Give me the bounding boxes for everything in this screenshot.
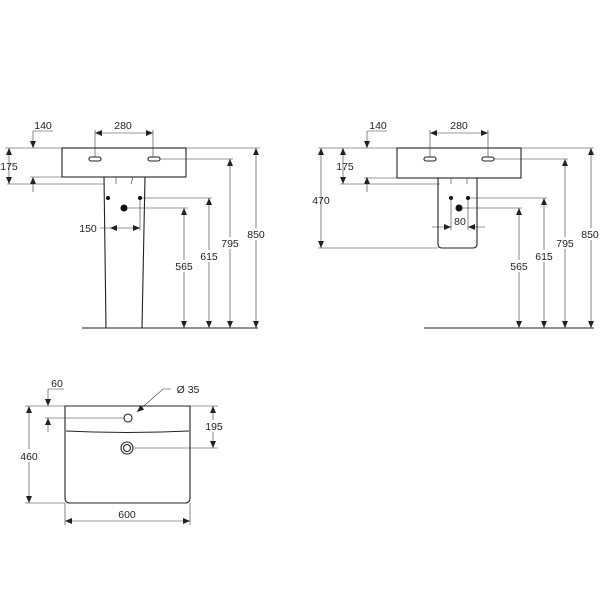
basin-outline [396, 147, 522, 179]
tap-hole [123, 413, 133, 423]
tap-hole-right [481, 156, 495, 162]
basin-rim-curve [65, 430, 190, 434]
dim-850: 850 [247, 229, 265, 241]
dim-175: 175 [336, 161, 354, 173]
drain-outer [120, 441, 134, 455]
dim-280: 280 [114, 120, 132, 132]
dim-615: 615 [200, 251, 218, 263]
dim-600: 600 [118, 509, 136, 521]
waste-hole [120, 204, 128, 212]
tap-hole-left [88, 156, 102, 162]
dim-565: 565 [510, 261, 528, 273]
dim-80: 80 [454, 216, 466, 228]
dim-470: 470 [312, 195, 330, 207]
basin-outline [61, 147, 187, 178]
dim-280: 280 [450, 120, 468, 132]
dim-795: 795 [221, 238, 239, 250]
drain-inner [122, 443, 132, 453]
dim-60: 60 [51, 378, 63, 390]
basin-top-outline [64, 405, 191, 504]
tap-hole-left [423, 156, 437, 162]
dim-565: 565 [175, 261, 193, 273]
dim-615: 615 [535, 251, 553, 263]
top-view: 460 60 Ø 35 195 600 [17, 378, 227, 525]
waste-hole [455, 204, 463, 212]
dim-140: 140 [369, 120, 387, 132]
tap-hole-right [147, 156, 161, 162]
pedestal-outline [103, 176, 146, 329]
pedestal-front-view: 280 140 175 150 565 615 795 850 [0, 120, 268, 329]
dim-460: 460 [20, 451, 38, 463]
dim-850: 850 [581, 229, 599, 241]
dim-diameter-35: Ø 35 [177, 384, 200, 396]
dim-175: 175 [0, 161, 18, 173]
dim-150: 150 [79, 223, 97, 235]
semi-pedestal-outline [437, 178, 478, 249]
dim-140: 140 [34, 120, 52, 132]
dim-795: 795 [556, 238, 574, 250]
semi-pedestal-front-view: 280 140 175 470 80 565 615 795 850 [312, 120, 600, 329]
supply-hole-left [106, 196, 110, 200]
dim-195: 195 [205, 421, 223, 433]
